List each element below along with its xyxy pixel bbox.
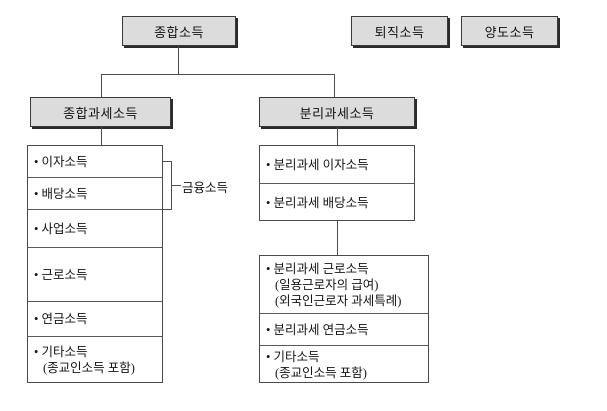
- connector-top-stem: [178, 46, 179, 74]
- connector-top-split: [101, 74, 334, 75]
- list-item: • 분리과세 연금소득: [260, 314, 428, 346]
- list-item: • 분리과세 배당소득: [260, 184, 414, 222]
- list-item-label: • 근로소득: [34, 267, 88, 282]
- separate-income-list-lower: • 분리과세 근로소득 (일용근로자의 급여) (외국인근로자 과세특례) • …: [259, 255, 429, 383]
- connector-comprehensive-to-list: [101, 127, 102, 145]
- node-comprehensive-income: 종합소득: [122, 16, 236, 46]
- list-item-label: • 연금소득: [34, 312, 88, 326]
- list-item-label: • 분리과세 배당소득: [266, 196, 369, 210]
- list-item-label: • 이자소득: [34, 154, 88, 169]
- list-item: • 이자소득: [28, 146, 162, 178]
- list-item-sublabel: (종교인소득 포함): [275, 366, 367, 380]
- list-item-label: • 기타소득: [266, 350, 320, 364]
- list-item: • 기타소득 (종교인소득 포함): [260, 346, 428, 384]
- list-item: • 근로소득: [28, 248, 162, 302]
- bracket-connector: [171, 185, 181, 186]
- comprehensive-income-list: • 이자소득 • 배당소득 • 사업소득 • 근로소득 • 연금소득 • 기타소…: [27, 145, 163, 383]
- list-item-label: • 분리과세 이자소득: [266, 157, 369, 172]
- list-item-sublabel: (종교인소득 포함): [43, 360, 135, 375]
- list-item: • 분리과세 이자소득: [260, 146, 414, 184]
- node-retirement-income: 퇴직소득: [351, 16, 448, 46]
- node-comprehensive-taxation-income: 종합과세소득: [30, 97, 171, 127]
- list-item: • 연금소득: [28, 302, 162, 337]
- node-separate-taxation-income: 분리과세소득: [259, 97, 415, 127]
- connector-separate-groups: [337, 221, 338, 255]
- node-capital-gains-income: 양도소득: [461, 16, 558, 46]
- list-item: • 기타소득 (종교인소득 포함): [28, 337, 162, 382]
- connector-to-comprehensive-taxed: [101, 74, 102, 98]
- list-item: • 배당소득: [28, 178, 162, 210]
- bracket-arm-bottom: [163, 209, 172, 210]
- list-item-sublabel: (일용근로자의 급여): [275, 277, 379, 292]
- list-item: • 사업소득: [28, 210, 162, 248]
- bracket-label-financial-income: 금융소득: [182, 181, 229, 195]
- list-item-label: • 사업소득: [34, 221, 88, 236]
- connector-separate-to-list: [337, 127, 338, 145]
- list-item-label: • 분리과세 연금소득: [266, 322, 369, 337]
- list-item-label: • 배당소득: [34, 186, 88, 201]
- list-item: • 분리과세 근로소득 (일용근로자의 급여) (외국인근로자 과세특례): [260, 256, 428, 314]
- separate-income-list-upper: • 분리과세 이자소득 • 분리과세 배당소득: [259, 145, 415, 221]
- bracket-arm-top: [163, 161, 172, 162]
- connector-to-separate-taxed: [334, 74, 335, 98]
- list-item-label: • 분리과세 근로소득: [266, 261, 369, 276]
- list-item-label: • 기타소득: [34, 344, 88, 359]
- list-item-sublabel-2: (외국인근로자 과세특례): [275, 293, 402, 308]
